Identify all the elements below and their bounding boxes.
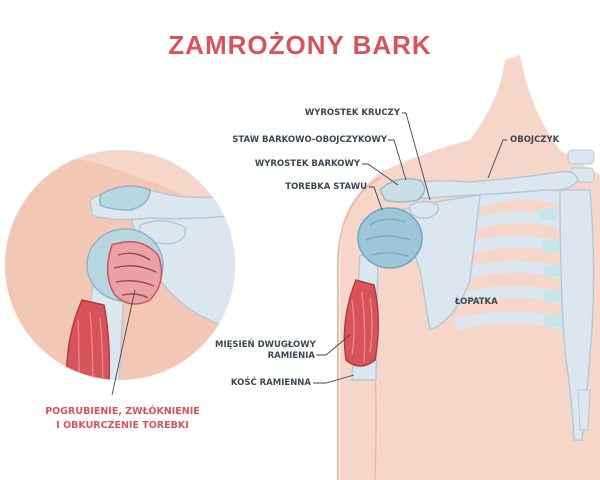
caption-line2: I OBKURCZENIE TOREBKI	[56, 420, 189, 431]
label-coracoid: WYROSTEK KRUCZY	[304, 108, 400, 118]
label-clavicle: OBOJCZYK	[510, 135, 560, 145]
joint-capsule	[357, 207, 423, 269]
inflamed-capsule	[106, 240, 163, 305]
label-biceps-line2: RAMIENIA	[267, 351, 315, 361]
coracoid	[409, 200, 440, 220]
label-humerus: KOŚĆ RAMIENNA	[230, 378, 311, 388]
caption-line1: POGRUBIENIE, ZWŁÓKNIENIE	[45, 406, 200, 417]
label-acromioclavicular: STAW BARKOWO-OBOJCZYKOWY	[232, 135, 387, 145]
vertebra	[567, 149, 595, 165]
acromion	[379, 178, 426, 203]
label-capsule: TOREBKA STAWU	[285, 182, 367, 192]
caption-leader	[111, 289, 136, 396]
diagram-title: ZAMROŻONY BARK	[168, 30, 432, 60]
leader-lines	[313, 112, 507, 384]
caption: POGRUBIENIE, ZWŁÓKNIENIE I OBKURCZENIE T…	[0, 405, 245, 433]
magnified-detail	[5, 157, 235, 380]
label-scapula: ŁOPATKA	[455, 297, 498, 307]
clavicle	[383, 170, 579, 201]
sternum	[559, 189, 595, 441]
label-acromion: WYROSTEK BARKOWY	[254, 159, 360, 169]
label-biceps-line1: MIĘSIEŃ DWUGŁOWY	[215, 340, 316, 350]
label-biceps: MIĘSIEŃ DWUGŁOWY RAMIENIA	[215, 340, 316, 362]
